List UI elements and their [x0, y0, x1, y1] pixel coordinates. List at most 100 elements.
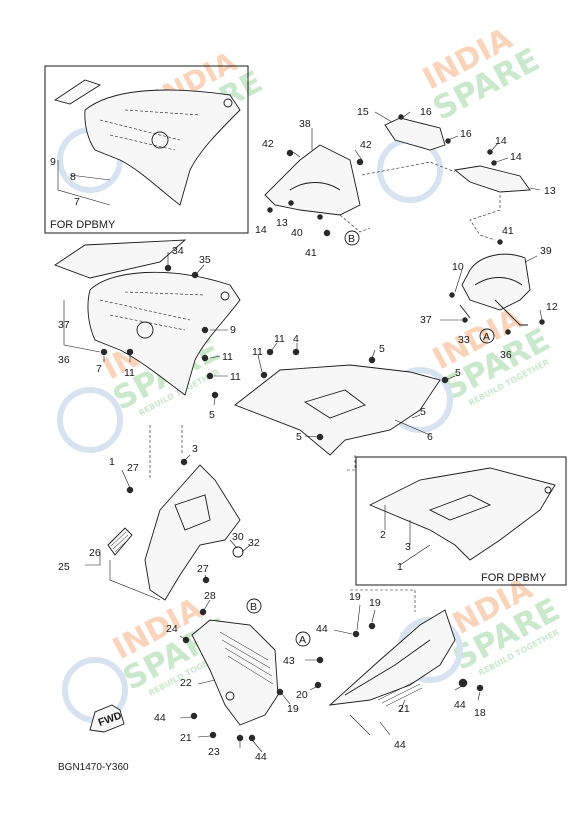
part-group-side-cowl: 34 35 37 36 9 7 11 11 11	[54, 239, 241, 396]
screw-icon	[317, 214, 323, 220]
callout-44: 19	[287, 703, 299, 715]
part-group-meter-housing: 41 39 10 12 37 33 36 A	[420, 195, 558, 361]
callout-11: 11	[230, 371, 241, 383]
callout-8: 8	[70, 171, 76, 183]
callout-2: 2	[380, 529, 386, 541]
ref-marker-a	[479, 328, 495, 344]
decal-sticker	[54, 239, 187, 279]
screw-icon	[445, 138, 451, 144]
callout-36: 10	[452, 261, 464, 273]
grommet-icon	[206, 372, 214, 380]
dashed-link-to-b	[339, 214, 371, 233]
screw-icon	[209, 731, 217, 739]
collar-icon	[126, 486, 134, 494]
part-group-inner-panel: 3 1 27 26 25 30 32 27 28	[58, 425, 260, 616]
leader-lines	[179, 635, 291, 753]
callout-5: 5	[379, 343, 385, 355]
screw-icon	[462, 317, 468, 323]
callout-37: 33	[458, 334, 470, 346]
screw-icon	[236, 734, 244, 742]
callout-36: 36	[500, 349, 512, 361]
callout-35: 37	[420, 314, 432, 326]
ref-marker-b	[246, 598, 262, 614]
callout-11: 9	[230, 324, 236, 336]
callout-34: 12	[546, 301, 558, 313]
callout-27: 3	[192, 443, 198, 455]
screw-icon	[368, 622, 376, 630]
watermark-top-right: INDIA SPARE	[417, 21, 545, 128]
callout-37: 41	[502, 225, 514, 237]
mount-hole	[223, 98, 233, 108]
side-cowl-main-panel	[87, 271, 241, 396]
callout-15: 15	[357, 106, 369, 118]
grommet-icon	[126, 348, 134, 356]
callout-31: 1	[109, 456, 115, 468]
dashed-link	[149, 425, 183, 480]
dashed-link	[469, 195, 501, 241]
screw-icon	[449, 292, 455, 298]
callout-10: 34	[172, 245, 184, 257]
bolt-icon	[368, 356, 376, 364]
callout-28: 28	[204, 590, 216, 602]
bracket-arm	[459, 299, 528, 326]
ref-marker-b	[344, 230, 360, 246]
callout-16: 16	[460, 128, 472, 140]
callout-7: 36	[58, 354, 70, 366]
callout-5: 5	[296, 431, 302, 443]
callout-9: 37	[58, 319, 70, 331]
part-group-upper-right: 15 16 16 14 14 13	[357, 106, 556, 197]
dashed-link	[345, 455, 356, 471]
ref-marker-a-label: A	[483, 331, 490, 343]
callout-24: 19	[349, 591, 361, 603]
lower-side-cover-panel	[191, 619, 279, 726]
mount-guide-lines	[99, 291, 206, 331]
ref-marker-a	[295, 631, 311, 647]
under-cowl-vent	[303, 389, 366, 419]
bolt-icon	[266, 348, 274, 356]
inner-side-panel	[144, 464, 241, 601]
bolt-icon	[260, 371, 268, 379]
mount-hole	[220, 291, 230, 301]
fwd-arrow: FWD	[89, 704, 125, 733]
collar-icon	[458, 678, 468, 688]
clip-icon	[323, 229, 331, 237]
inset-top-left: 9 8 7 FOR DPBMY	[44, 65, 249, 234]
callout-44: 44	[154, 712, 166, 724]
screw-icon	[398, 114, 404, 120]
callout-33: 39	[540, 245, 552, 257]
callout-14: 14	[495, 135, 507, 147]
emblem-hatch	[110, 531, 131, 553]
screw-icon	[288, 200, 294, 206]
mount-guide-lines	[99, 109, 201, 151]
callout-21: 44	[454, 699, 466, 711]
callout-29: 27	[127, 462, 139, 474]
screw-icon	[202, 576, 210, 584]
screw-icon	[491, 160, 497, 166]
collar-icon	[441, 376, 449, 384]
under-cowl-panel	[234, 364, 441, 456]
cowl-strip-hatch	[377, 679, 423, 707]
callout-11: 11	[124, 367, 135, 379]
leader-lines	[384, 505, 431, 566]
screw-icon	[497, 239, 503, 245]
grommet	[151, 131, 169, 149]
mount-hole	[225, 691, 235, 701]
part-group-lower-side-cover: B 24 22 19 44 21 23 44	[154, 598, 299, 763]
leader-lines	[85, 454, 251, 611]
diagram-code: BGN1470-Y360	[58, 762, 129, 773]
callout-7: 7	[74, 196, 80, 208]
callout-19: 44	[316, 623, 328, 635]
lower-trim-strip	[453, 165, 531, 193]
callout-42: 42	[360, 139, 372, 151]
screw-icon	[487, 149, 493, 155]
bolt-icon	[476, 684, 484, 692]
inset-right: 2 3 1 FOR DPBMY	[355, 456, 567, 586]
part-group-rear-lower-cowl: A 19 19 44 43 20 44 21 18 44	[283, 589, 486, 751]
upper-cover-panel	[264, 144, 361, 216]
meter-housing-cover	[461, 253, 531, 311]
callout-45: 23	[208, 746, 220, 758]
callout-5: 4	[293, 333, 299, 345]
ref-marker-b-label: B	[250, 601, 257, 613]
fwd-arrow-icon	[89, 704, 125, 733]
callout-5: 11	[252, 346, 263, 358]
